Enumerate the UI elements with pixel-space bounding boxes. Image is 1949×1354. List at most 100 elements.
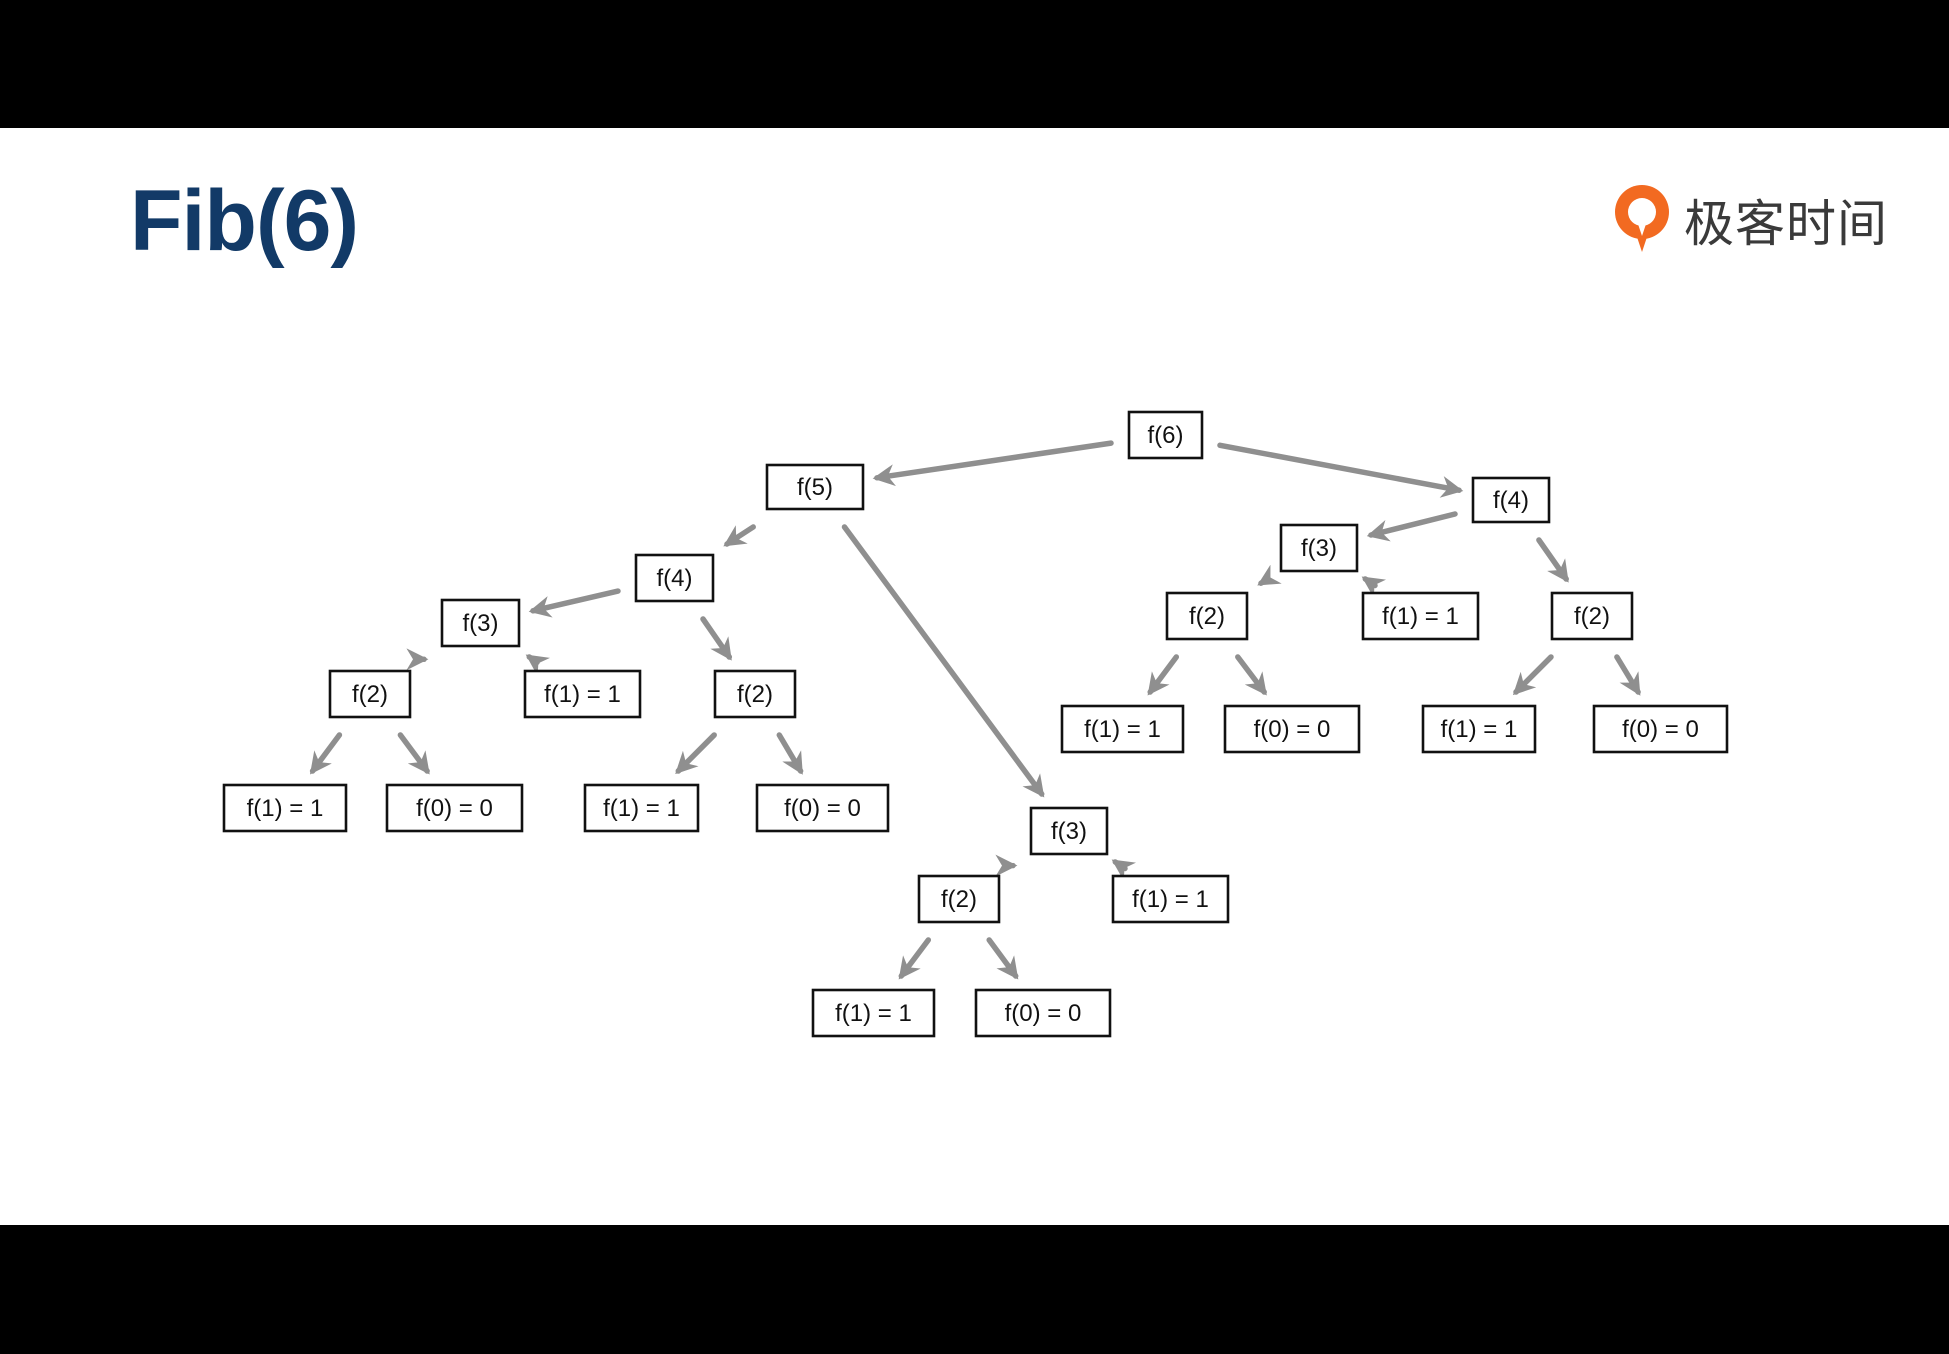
node-box [523,669,642,719]
edge-n5-n3b [841,524,1045,798]
node-box [222,783,348,833]
node-label: f(2) [1189,603,1225,630]
node-label: f(2) [1574,603,1610,630]
tree-node-n1d: f(1) = 1 [811,988,936,1038]
tree-node-n5: f(5) [765,463,865,511]
tree-node-n1h: f(1) = 1 [1421,704,1537,754]
tree-node-n1g: f(1) = 1 [1361,591,1480,641]
tree-node-n0a: f(0) = 0 [385,783,524,833]
node-label: f(0) = 0 [784,795,861,822]
tree-node-n0b: f(0) = 0 [755,783,890,833]
tree-node-n3c: f(3) [1279,523,1359,573]
edge-n2a-n0a [397,732,430,775]
node-label: f(1) = 1 [1132,886,1209,913]
edge-n6-n4b [1217,442,1464,498]
edge-n2e-n1h [1512,654,1554,696]
edge-n2c-n0c [986,937,1019,980]
node-label: f(1) = 1 [835,1000,912,1027]
tree-node-n1a: f(1) = 1 [222,783,348,833]
node-box [765,463,865,511]
node-label: f(1) = 1 [1441,716,1518,743]
tree-node-n6: f(6) [1127,410,1204,460]
node-box [1165,591,1249,641]
node-box [1029,806,1109,856]
node-label: f(5) [797,474,833,501]
node-box [1421,704,1537,754]
edge-n2c-n1d [898,937,932,980]
node-box [583,783,700,833]
tree-node-n3a: f(3) [440,598,521,648]
tree-node-n0e: f(0) = 0 [1592,704,1729,754]
node-box [755,783,890,833]
tree-node-n0c: f(0) = 0 [974,988,1112,1038]
edge-n3b-n1e [1111,859,1137,881]
node-label: f(2) [737,681,773,708]
brand-name: 极客时间 [1684,195,1888,253]
edge-n4a-n3a [528,588,621,618]
tree-node-n2a: f(2) [328,669,412,719]
tree-node-n2d: f(2) [1165,591,1249,641]
node-label: f(4) [657,565,693,592]
edge-n6-n5 [872,440,1114,487]
node-box [440,598,521,648]
node-box [811,988,936,1038]
tree-node-n1c: f(1) = 1 [583,783,700,833]
node-label: f(2) [352,681,388,708]
node-box [1592,704,1729,754]
node-label: f(0) = 0 [1005,1000,1082,1027]
node-label: f(4) [1493,487,1529,514]
tree-node-n1e: f(1) = 1 [1111,874,1230,924]
edge-n3a-n1b [525,654,551,677]
brand-logo: 极客时间 [1612,176,1949,256]
tree-node-n1b: f(1) = 1 [523,669,642,719]
slide: Fib(6) 极客时间 f(6) f(5) f(4) f(3) f(2) f(1) = 1… [0,128,1949,1225]
node-box [713,669,797,719]
edge-n4b-n3c [1366,511,1458,542]
node-label: f(6) [1148,422,1184,449]
recursion-tree: f(6) f(5) f(4) f(3) f(2) f(1) = 1 f(0) = 0 f(1)… [222,410,1729,1038]
tree-node-n4b: f(4) [1471,476,1551,524]
node-label: f(0) = 0 [1622,716,1699,743]
node-label: f(1) = 1 [247,795,324,822]
edge-n2d-n1f [1147,654,1180,696]
edge-n4a-n2b [700,616,733,661]
node-label: f(0) = 0 [1254,716,1331,743]
edge-n2a-n1a [309,732,343,775]
edge-n5-n4a [723,524,756,547]
tree-node-n2c: f(2) [917,874,1001,924]
node-label: f(1) = 1 [1382,603,1459,630]
node-box [974,988,1112,1038]
node-box [1471,476,1551,524]
node-box [1060,704,1185,754]
edge-n2d-n0d [1235,654,1267,696]
node-label: f(1) = 1 [1084,716,1161,743]
node-label: f(2) [941,886,977,913]
geektime-logo-icon [1615,185,1669,252]
edge-n3c-n2d [1257,564,1282,586]
node-label: f(3) [463,610,499,637]
node-label: f(0) = 0 [416,795,493,822]
edge-n2b-n0b [776,732,804,775]
node-label: f(3) [1301,535,1337,562]
slide-title: Fib(6) [130,173,359,269]
node-box [634,553,715,603]
tree-node-n2b: f(2) [713,669,797,719]
node-box [917,874,1001,924]
node-label: f(1) = 1 [544,681,621,708]
node-box [328,669,412,719]
tree-node-n4a: f(4) [634,553,715,603]
edge-n2e-n0e [1614,654,1641,696]
node-box [1361,591,1480,641]
tree-node-n3b: f(3) [1029,806,1109,856]
node-box [385,783,524,833]
node-label: f(1) = 1 [603,795,680,822]
tree-nodes: f(6) f(5) f(4) f(3) f(2) f(1) = 1 f(0) = 0 f(1)… [222,410,1729,1038]
tree-node-n1f: f(1) = 1 [1060,704,1185,754]
tree-node-n0d: f(0) = 0 [1223,704,1361,754]
tree-edges [309,440,1641,980]
node-box [1127,410,1204,460]
tree-node-n2e: f(2) [1550,591,1634,641]
node-box [1279,523,1359,573]
edge-n4b-n2e [1536,537,1569,583]
node-label: f(3) [1051,818,1087,845]
